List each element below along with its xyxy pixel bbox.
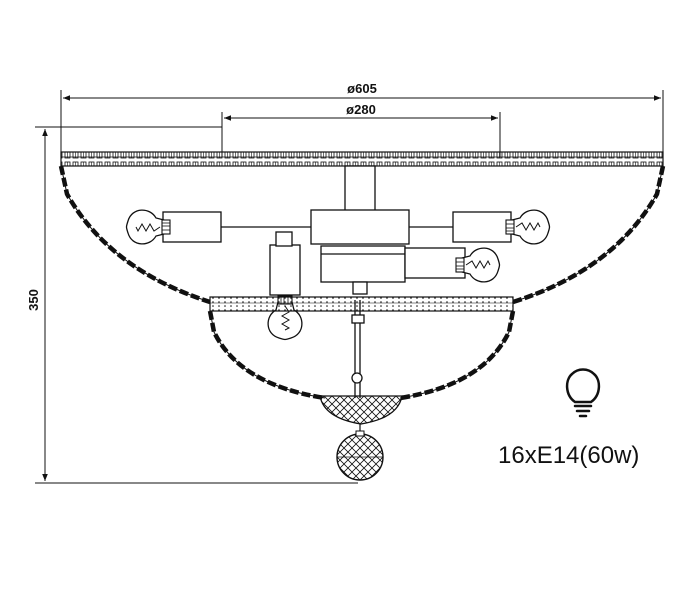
bulb-spec-text: 16xE14(60w) <box>498 442 639 469</box>
height-label: 350 <box>26 289 41 311</box>
canopy-diameter-dimension <box>221 112 501 157</box>
overall-diameter-dimension <box>60 90 664 158</box>
overall-diameter-label: ø605 <box>347 81 377 96</box>
upper-crystal-chains <box>58 165 666 305</box>
bottom-bowl <box>319 395 403 432</box>
light-bulb-icon <box>565 368 601 418</box>
lower-crystal-chains <box>207 310 516 401</box>
top-canopy <box>60 151 664 167</box>
central-stem <box>310 165 410 398</box>
height-dimension <box>35 126 358 484</box>
canopy-diameter-label: ø280 <box>346 102 376 117</box>
lower-ring <box>209 296 514 312</box>
crystal-ball-pendant <box>336 430 384 481</box>
